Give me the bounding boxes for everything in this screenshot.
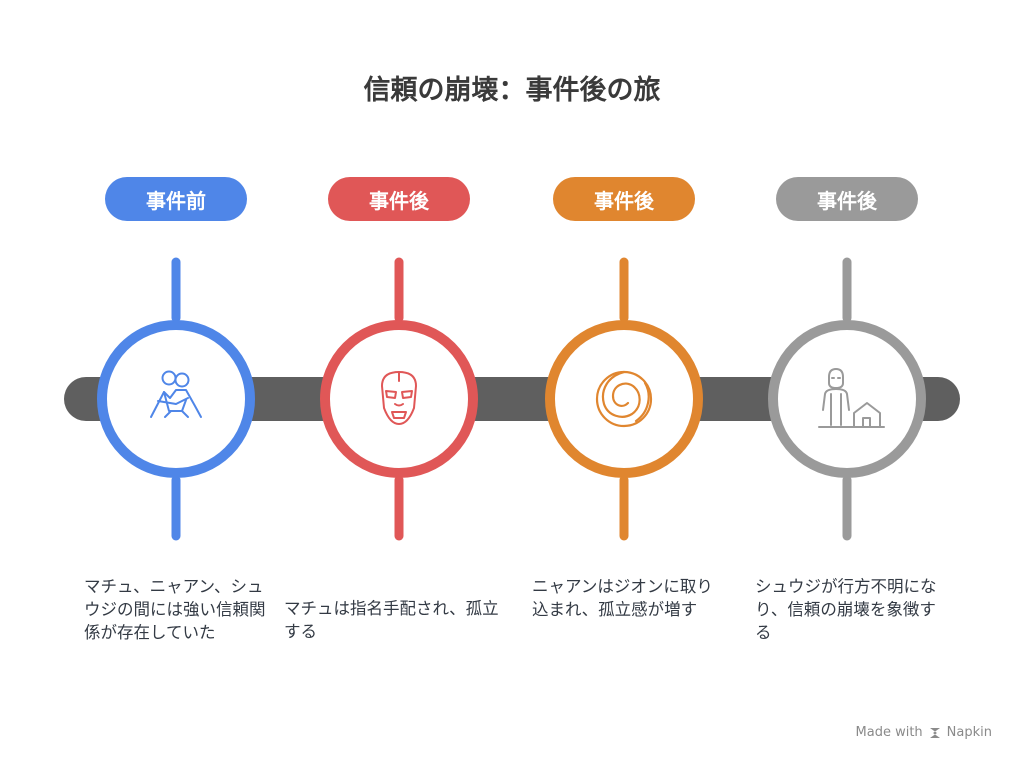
stage-1-circle xyxy=(97,320,255,478)
wrestler-mask-icon xyxy=(381,371,417,425)
footer-attribution[interactable]: Made with Napkin xyxy=(856,725,992,740)
stage-3-label: 事件後 xyxy=(553,177,695,221)
stage-4-description: シュウジが行方不明になり、信頼の崩壊を象徴する xyxy=(755,577,937,642)
stage-3-description: ニャアンはジオンに取り込まれ、孤立感が増す xyxy=(532,577,713,619)
stage-4-label: 事件後 xyxy=(776,177,918,221)
stage-1-description: マチュ、ニャアン、シュウジの間には強い信頼関係が存在していた xyxy=(84,577,266,642)
timeline-track xyxy=(64,377,960,421)
napkin-logo-icon xyxy=(929,727,940,738)
stage-2-circle xyxy=(320,320,478,478)
stage-4-node xyxy=(768,257,926,541)
diagram-title: 信頼の崩壊：事件後の旅 xyxy=(363,75,661,106)
people-hugging-icon xyxy=(150,370,202,418)
spiral-icon xyxy=(595,370,653,428)
stage-3-node xyxy=(545,257,703,541)
stage-2-node xyxy=(320,257,478,541)
stage-2-label: 事件後 xyxy=(328,177,470,221)
stage-1-node xyxy=(97,257,255,541)
napkin-brand-text: Napkin xyxy=(946,725,992,740)
made-with-text: Made with xyxy=(855,725,923,740)
stage-1-label: 事件前 xyxy=(105,177,247,221)
stage-2-description: マチュは指名手配され、孤立する xyxy=(284,599,499,641)
stage-3-circle xyxy=(545,320,703,478)
person-with-house-icon xyxy=(818,368,885,428)
